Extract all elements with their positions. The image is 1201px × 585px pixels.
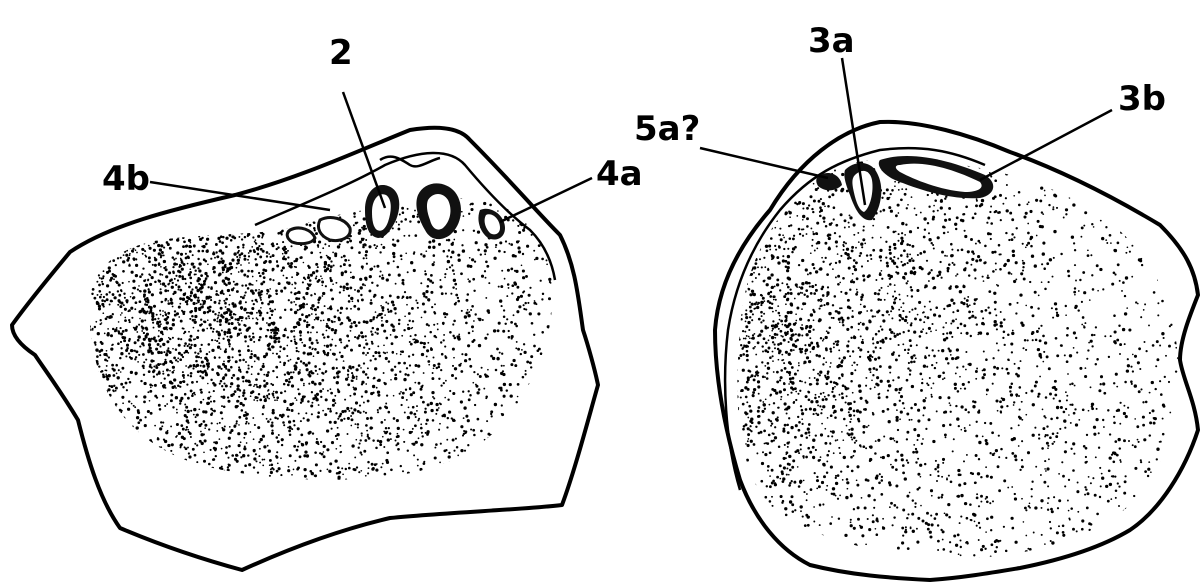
leader-4b bbox=[150, 182, 330, 210]
label-5a: 5a? bbox=[634, 109, 700, 149]
left-teeth bbox=[287, 183, 505, 243]
label-4b: 4b bbox=[102, 159, 150, 199]
left-shell-outline bbox=[12, 128, 598, 570]
right-stipple bbox=[728, 149, 1186, 567]
label-3b: 3b bbox=[1118, 79, 1166, 119]
label-4a: 4a bbox=[596, 154, 643, 194]
label-3a: 3a bbox=[808, 21, 855, 61]
label-2: 2 bbox=[329, 33, 353, 73]
leader-2 bbox=[343, 92, 385, 208]
leader-3b bbox=[980, 110, 1112, 180]
left-hinge-scar bbox=[380, 157, 440, 167]
